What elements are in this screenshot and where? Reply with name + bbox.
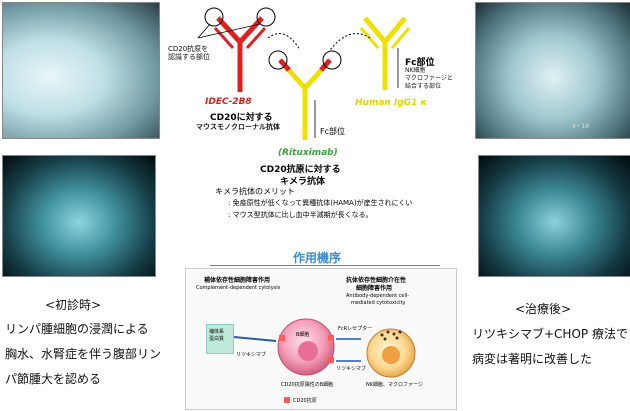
xray-after-label: 4・10 bbox=[572, 123, 589, 130]
cd20-legend-label: CD20抗原 bbox=[293, 398, 317, 404]
xray-before-label: 1・33 bbox=[67, 101, 84, 108]
cdc-title: 補体依存性細胞障害作用 bbox=[204, 277, 271, 284]
adcc-title-line2: 細胞障害作用 bbox=[356, 285, 393, 292]
chimeric-merit-line1: : 免疫原性が低くなって異種抗体(HAMA)が産生されにくい bbox=[228, 199, 413, 207]
chimeric-merit-title: キメラ抗体のメリット bbox=[215, 187, 295, 196]
merge-arrow-right bbox=[329, 33, 371, 51]
merge-arrow-left bbox=[267, 33, 301, 51]
mechanism-title: 作用機序 bbox=[293, 251, 342, 265]
antibody-structure-diagram bbox=[197, 7, 411, 140]
after-treatment-line1: リツキシマブ+CHOP 療法で bbox=[472, 327, 628, 341]
mechanism-title-underline bbox=[210, 265, 440, 266]
cd20-legend-swatch bbox=[284, 397, 290, 403]
binding-site-label: CD20抗原を 認識する部位 bbox=[168, 45, 210, 61]
rituximab-small-label-right: リツキシマブ bbox=[336, 366, 367, 372]
adcc-english-line1: Antibody-dependent cell- bbox=[346, 293, 410, 299]
rituximab-desc-line1: CD20抗原に対する bbox=[260, 165, 341, 175]
rituximab-small-label-left: リツキシマブ bbox=[236, 352, 267, 358]
cell-illustration bbox=[233, 318, 416, 403]
fc-site-mid-label: Fc部位 bbox=[320, 127, 345, 136]
idec-2b8-label: IDEC-2B8 bbox=[205, 97, 252, 107]
fc-site-top-label: Fc部位 bbox=[405, 58, 435, 68]
idec-desc-line1: CD20に対する bbox=[210, 113, 273, 123]
fc-receptor-label: FcRレセプター bbox=[338, 326, 373, 332]
ct-scan-after-image bbox=[478, 155, 630, 277]
after-treatment-title: <治療後> bbox=[515, 302, 572, 316]
ct-scan-before-image bbox=[2, 155, 156, 277]
human-antibody-icon bbox=[359, 16, 411, 90]
cd20-antigen-marker-1 bbox=[279, 335, 285, 341]
chest-xray-before-image: 1・33 bbox=[2, 2, 160, 139]
fc-binding-desc: NK細胞 マクロファージと 結合する部位 bbox=[405, 67, 453, 90]
cdc-english: Complement-dependent cytolysis bbox=[196, 285, 281, 291]
before-treatment-line3: パ節腫大を認める bbox=[5, 372, 102, 386]
rituximab-label: (Rituximab) bbox=[278, 148, 338, 158]
mechanism-diagram-box: 補体依存性細胞障害作用 Complement-dependent cytolys… bbox=[185, 268, 457, 410]
nk-cell-label: NK細胞、マクロファージ bbox=[366, 382, 423, 388]
before-treatment-line1: リンパ腫細胞の浸潤による bbox=[5, 322, 149, 336]
chest-xray-after-image: 4・10 bbox=[475, 2, 630, 139]
before-treatment-title: <初診時> bbox=[45, 298, 102, 312]
cd20-antigen-marker-3 bbox=[328, 357, 334, 363]
chimeric-merit-line2: : マウス型抗体に比し血中半減期が長くなる。 bbox=[228, 211, 373, 219]
after-treatment-line2: 病変は著明に改善した bbox=[472, 352, 593, 366]
complement-protein-box: 補体系 蛋白質 bbox=[206, 324, 234, 354]
human-igg1-label: Human IgG1 κ bbox=[355, 98, 427, 108]
b-cell-label: B細胞 bbox=[296, 332, 310, 338]
before-treatment-line2: 胸水、水腎症を伴う腹部リン bbox=[5, 347, 162, 361]
rituximab-desc-line2: キメラ抗体 bbox=[280, 177, 326, 187]
cd20-antigen-marker-2 bbox=[328, 335, 334, 341]
cd20-positive-b-cell-label: CD20抗原陽性のB細胞 bbox=[281, 382, 334, 388]
chimeric-antibody-icon bbox=[268, 50, 342, 140]
idec-desc-line2: マウスモノクローナル抗体 bbox=[196, 123, 280, 131]
adcc-title-line1: 抗体依存性細胞介在性 bbox=[346, 277, 407, 284]
b-cell-nucleus-icon bbox=[298, 341, 318, 361]
complement-arrow bbox=[233, 336, 277, 342]
adcc-english-line2: mediated cytotoxicity bbox=[351, 300, 406, 306]
complement-protein-label: 補体系 蛋白質 bbox=[209, 329, 225, 342]
nk-cell-nucleus-icon bbox=[382, 346, 400, 364]
mouse-antibody-icon bbox=[197, 7, 276, 92]
